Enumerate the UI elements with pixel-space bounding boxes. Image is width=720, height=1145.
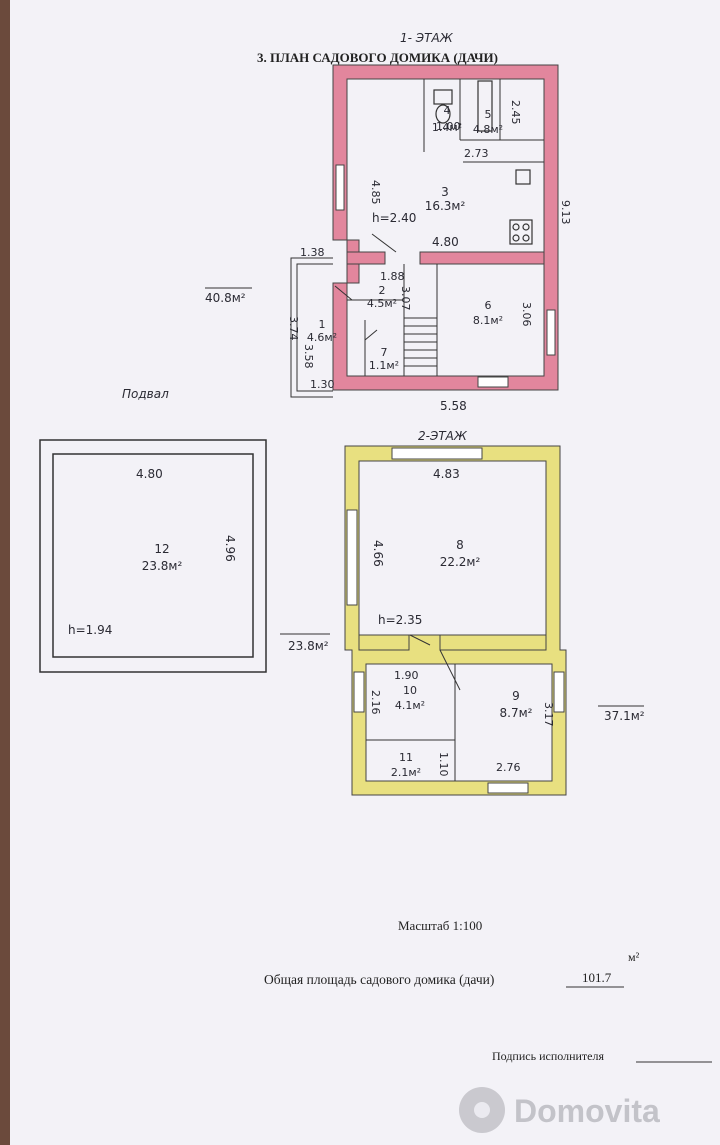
room2-number: 2 xyxy=(379,284,386,297)
basement-total-area: 23.8м² xyxy=(288,639,329,653)
dim-1-90: 1.90 xyxy=(394,669,419,682)
room12-area: 23.8м² xyxy=(142,559,183,573)
dim-5-58: 5.58 xyxy=(440,399,467,413)
floor2-window-left-lower xyxy=(353,671,365,713)
dim-4-80: 4.80 xyxy=(432,235,459,249)
scale-label: Масштаб 1:100 xyxy=(398,918,482,933)
floor2-window-top xyxy=(391,447,483,460)
dim-1-10: 1.10 xyxy=(437,752,450,777)
room4-area: 1.4м² xyxy=(432,121,462,134)
room9-number: 9 xyxy=(512,689,520,703)
room5-number: 5 xyxy=(485,108,492,121)
room10-area: 4.1м² xyxy=(395,699,425,712)
floor2-plan: 4.83 4.66 8 22.2м² h=2.35 1.90 2.16 10 4… xyxy=(344,445,567,796)
room9-area: 8.7м² xyxy=(500,706,533,720)
document-sheet xyxy=(10,0,720,1145)
floor1-inner-wall-left xyxy=(346,251,386,265)
floor1-stairs xyxy=(404,317,437,367)
dim-3-17: 3.17 xyxy=(542,702,555,727)
room5-area: 4.8м² xyxy=(473,123,503,136)
basement-width-dim: 4.80 xyxy=(136,467,163,481)
floor1-window-left xyxy=(335,164,345,211)
dim-4-83: 4.83 xyxy=(433,467,460,481)
dim-1-00: 1.00 xyxy=(436,120,461,133)
room7-number: 7 xyxy=(381,346,388,359)
floor2-window-bottom xyxy=(487,782,529,794)
room3-area: 16.3м² xyxy=(425,199,466,213)
dim-1-30: 1.30 xyxy=(310,378,335,391)
floor1-plan: 4 1.4м² 5 4.8м² 3 16.3м² h=2.40 2 4.5м² … xyxy=(205,64,572,413)
floor2-window-right xyxy=(553,671,565,713)
room11-number: 11 xyxy=(399,751,413,764)
room6-area: 8.1м² xyxy=(473,314,503,327)
floor2-height: h=2.35 xyxy=(378,613,422,627)
dim-3-06: 3.06 xyxy=(520,302,533,327)
floor2-inner-wall-left xyxy=(358,634,410,651)
dim-4-66: 4.66 xyxy=(371,540,385,567)
floor1-porch xyxy=(290,257,333,398)
floor1-window-bottom xyxy=(477,376,509,388)
watermark: Domovita xyxy=(456,1082,706,1138)
room3-number: 3 xyxy=(441,185,449,199)
floor2-window-left xyxy=(346,509,358,606)
bathtub-icon xyxy=(477,80,493,132)
dim-9-13: 9.13 xyxy=(559,200,572,225)
dim-2-16: 2.16 xyxy=(369,690,382,715)
room8-number: 8 xyxy=(456,538,464,552)
floor1-window-right xyxy=(546,309,556,356)
total-area-value: 101.7 xyxy=(582,970,612,985)
room1-area: 4.6м² xyxy=(307,331,337,344)
total-area-label: Общая площадь садового домика (дачи) xyxy=(264,972,494,987)
sink-icon xyxy=(515,169,531,185)
dim-3-74: 3.74 xyxy=(287,316,300,341)
floor1-height: h=2.40 xyxy=(372,211,416,225)
room1-number: 1 xyxy=(319,318,326,331)
dim-2-76: 2.76 xyxy=(496,761,521,774)
dim-1-38: 1.38 xyxy=(300,246,325,259)
dim-4-85: 4.85 xyxy=(369,180,382,205)
basement-label: Подвал xyxy=(122,387,169,401)
stove-icon xyxy=(509,219,533,245)
toilet-icon xyxy=(433,89,453,105)
dim-1-88: 1.88 xyxy=(380,270,405,283)
signature-label: Подпись исполнителя xyxy=(492,1049,604,1063)
basement-plan: 4.80 4.96 12 23.8м² h=1.94 xyxy=(39,439,267,673)
floor2-total-area: 37.1м² xyxy=(604,709,645,723)
watermark-text: Domovita xyxy=(514,1093,660,1129)
room12-number: 12 xyxy=(154,542,169,556)
floor1-label: 1- ЭТАЖ xyxy=(400,31,454,45)
dim-3-58: 3.58 xyxy=(302,344,315,369)
plan-title: 3. ПЛАН САДОВОГО ДОМИКА (ДАЧИ) xyxy=(257,50,498,65)
floor2-label: 2-ЭТАЖ xyxy=(418,429,468,443)
dim-2-73: 2.73 xyxy=(464,147,489,160)
room7-area: 1.1м² xyxy=(369,359,399,372)
basement-height: h=1.94 xyxy=(68,623,112,637)
total-area-unit: м² xyxy=(628,950,640,964)
room8-area: 22.2м² xyxy=(440,555,481,569)
floor1-outer-walls xyxy=(332,64,559,391)
floor1-total-area: 40.8м² xyxy=(205,291,246,305)
room6-number: 6 xyxy=(485,299,492,312)
room2-area: 4.5м² xyxy=(367,297,397,310)
room4-number: 4 xyxy=(444,104,451,117)
room10-number: 10 xyxy=(403,684,417,697)
dim-2-45: 2.45 xyxy=(509,100,522,125)
basement-depth-dim: 4.96 xyxy=(223,535,237,562)
floor1-inner-wall-right xyxy=(419,251,545,265)
room11-area: 2.1м² xyxy=(391,766,421,779)
dim-3-07: 3.07 xyxy=(399,286,412,311)
floor2-inner-wall-right xyxy=(439,634,547,651)
